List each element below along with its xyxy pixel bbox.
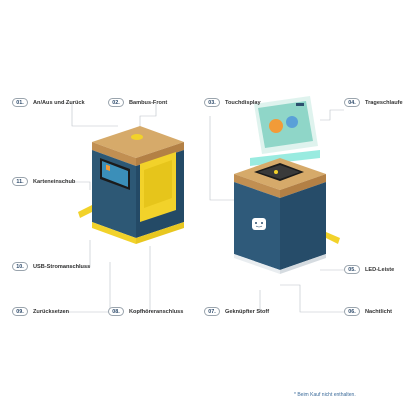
leader-line-01	[60, 102, 118, 127]
label-08-number: 08.	[108, 307, 124, 316]
label-01-number: 01.	[12, 98, 28, 107]
label-05-number: 05.	[344, 265, 360, 274]
label-07: 07. Geknüpfter Stoff	[204, 307, 269, 316]
label-07-number: 07.	[204, 307, 220, 316]
label-03: 03. Touchdisplay	[204, 98, 261, 107]
carry-strap-left	[78, 205, 92, 218]
label-11-text: Karteneinschub	[33, 178, 76, 185]
label-01: 01. An/Aus und Zurück	[12, 98, 85, 107]
speaker-box-right	[234, 96, 340, 274]
label-06-number: 06.	[344, 307, 360, 316]
label-09-text: Zurücksetzen	[33, 308, 70, 315]
label-01-text: An/Aus und Zurück	[33, 99, 85, 106]
label-09-number: 09.	[12, 307, 28, 316]
footnote: * Beim Kauf nicht enthalten.	[294, 392, 356, 398]
label-02-number: 02.	[108, 98, 124, 107]
leader-line-04	[320, 109, 344, 121]
carry-strap-right	[326, 232, 340, 244]
label-04: 04. Trageschlaufe	[344, 98, 403, 107]
label-11: 11. Karteneinschub	[12, 177, 75, 186]
leader-line-06	[280, 284, 344, 313]
label-10-text: USB-Stromanschluss	[33, 263, 91, 270]
label-06-text: Nachtlicht	[365, 308, 393, 315]
leader-line-10	[60, 240, 91, 268]
label-04-number: 04.	[344, 98, 360, 107]
label-03-text: Touchdisplay	[225, 99, 261, 106]
leader-line-11	[60, 181, 91, 190]
label-05-text: LED-Leiste	[365, 266, 395, 273]
label-09: 09. Zurücksetzen	[12, 307, 69, 316]
label-08-text: Kopfhöreranschluss	[129, 308, 184, 315]
label-08: 08. Kopfhöreranschluss	[108, 307, 183, 316]
label-11-number: 11.	[12, 177, 28, 186]
label-02: 02. Bambus-Front	[108, 98, 167, 107]
label-03-number: 03.	[204, 98, 220, 107]
label-02-text: Bambus-Front	[129, 99, 168, 106]
led-glow-icon	[250, 150, 320, 166]
label-05: 05. LED-Leiste	[344, 265, 394, 274]
label-06: 06. Nachtlicht	[344, 307, 392, 316]
label-10: 10. USB-Stromanschluss	[12, 262, 90, 271]
speaker-box-left	[78, 126, 184, 244]
label-10-number: 10.	[12, 262, 28, 271]
power-button	[131, 134, 143, 140]
leader-line-08	[132, 246, 151, 313]
label-07-text: Geknüpfter Stoff	[225, 308, 270, 315]
label-04-text: Trageschlaufe	[365, 99, 403, 106]
tiger-logo-icon	[252, 218, 266, 230]
